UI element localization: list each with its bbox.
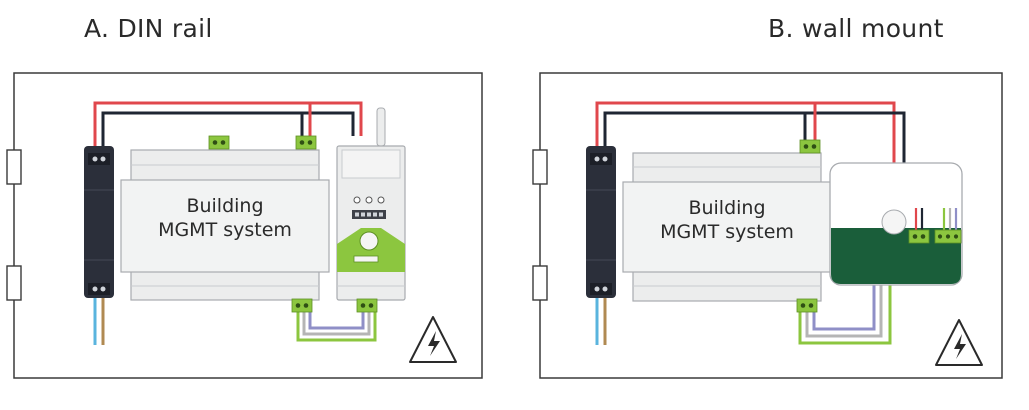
wall-mount-unit [829,162,963,286]
mgmt-label-line1: Building [186,195,263,217]
high-voltage-warning-icon [935,319,983,366]
terminal-block [356,298,378,313]
terminal-block [934,229,962,244]
panel-a: Building MGMT system [6,72,483,379]
panel-b-power-wires [595,101,906,165]
power-supply [586,146,616,298]
high-voltage-warning-icon [409,316,457,363]
panel-b-title: B. wall mount [768,14,944,43]
antenna-icon [376,107,386,147]
mgmt-label-line1: Building [688,197,765,219]
panel-a-title: A. DIN rail [84,14,213,43]
terminal-block [295,135,317,150]
terminal-block [799,139,821,154]
mgmt-label-line2: MGMT system [660,221,794,243]
hinge-top [6,149,22,185]
terminal-block [291,298,313,313]
hinge-bottom [6,265,22,301]
hinge-bottom [532,265,548,301]
terminal-block [208,135,230,150]
panel-b: Building MGMT system [532,72,1003,379]
din-rail-wireless-module [336,145,406,301]
panel-b-bus-wires [798,243,892,345]
mgmt-label-line2: MGMT system [158,219,292,241]
panel-a-power-wires [93,101,363,153]
terminal-block [908,229,930,244]
building-mgmt-module-a [120,149,330,301]
power-supply [84,146,114,298]
panel-a-bus-wires [296,312,377,342]
building-mgmt-module-b [622,152,832,302]
terminal-block [796,298,818,313]
hinge-top [532,149,548,185]
